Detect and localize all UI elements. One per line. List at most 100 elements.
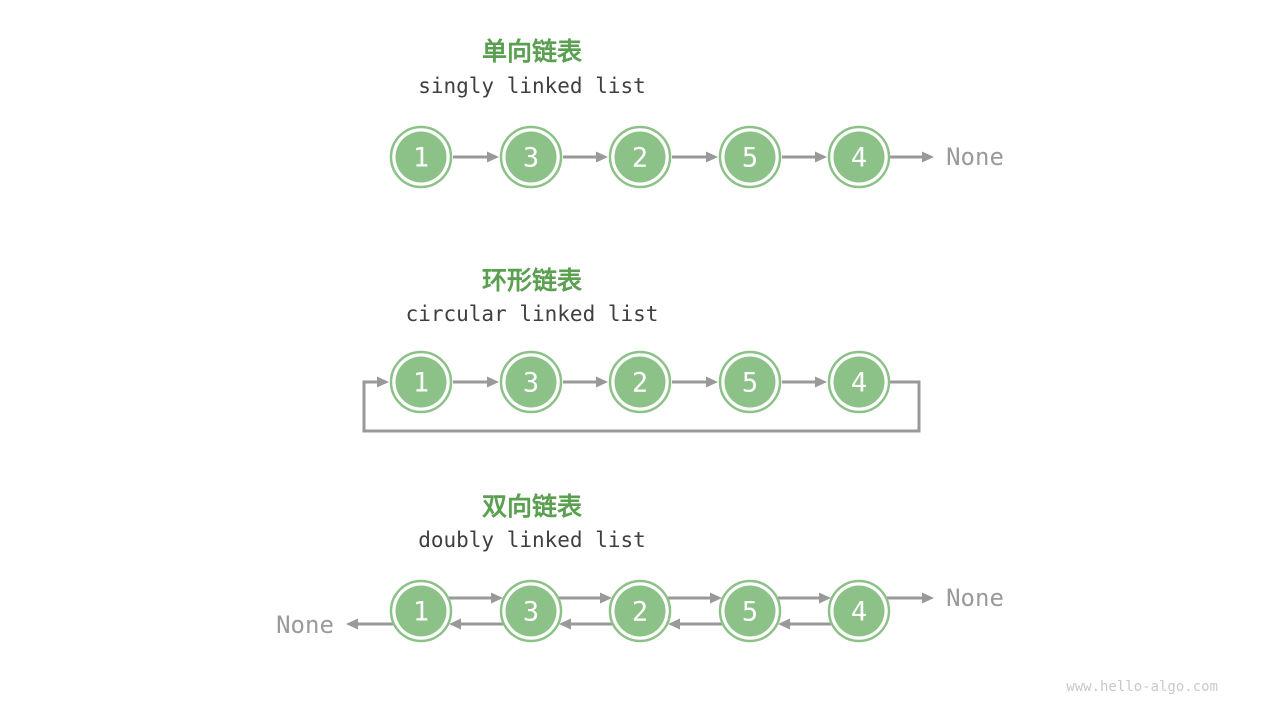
node-value: 4 xyxy=(851,368,867,399)
node-body xyxy=(395,585,447,637)
head-none-arrow xyxy=(346,618,393,630)
arrow-head xyxy=(778,618,790,630)
node-body xyxy=(614,356,666,408)
section-subtitle-doubly: doubly linked list xyxy=(418,528,646,552)
node-body xyxy=(395,356,447,408)
arrow-head xyxy=(710,592,722,604)
node-body xyxy=(833,585,885,637)
node-value: 3 xyxy=(523,597,539,628)
next-pointer-arrow xyxy=(559,592,612,604)
list-node: 3 xyxy=(499,579,563,643)
node-body xyxy=(724,356,776,408)
node-outer-ring xyxy=(827,125,891,189)
node-outer-ring xyxy=(608,125,672,189)
node-body xyxy=(395,131,447,183)
node-outer-ring xyxy=(718,125,782,189)
arrow-head xyxy=(922,592,934,604)
node-body xyxy=(724,131,776,183)
cycle-back-line xyxy=(362,380,921,433)
cycle-back-arrow-head xyxy=(377,376,389,388)
node-outer-ring xyxy=(827,579,891,643)
section-subtitle-circular: circular linked list xyxy=(405,302,659,326)
list-node: 2 xyxy=(608,350,672,414)
list-node: 3 xyxy=(499,125,563,189)
arrow-head xyxy=(706,151,718,163)
node-body xyxy=(505,585,557,637)
none-label-doubly-tail: None xyxy=(946,584,1004,612)
node-value: 1 xyxy=(413,597,429,628)
arrow-head xyxy=(487,376,499,388)
node-value: 5 xyxy=(742,368,758,399)
next-pointer-arrow xyxy=(449,592,503,604)
list-node: 1 xyxy=(389,579,453,643)
arrow-head xyxy=(487,151,499,163)
next-pointer-arrow xyxy=(563,151,608,163)
list-node: 1 xyxy=(389,125,453,189)
node-outer-ring xyxy=(827,350,891,414)
prev-pointer-arrow xyxy=(778,618,831,630)
section-subtitle-singly: singly linked list xyxy=(418,74,646,98)
node-body xyxy=(505,356,557,408)
node-value: 5 xyxy=(742,143,758,174)
next-pointer-arrow xyxy=(563,376,608,388)
node-value: 5 xyxy=(742,597,758,628)
node-body xyxy=(724,585,776,637)
arrow-head xyxy=(559,618,571,630)
node-value: 2 xyxy=(632,368,648,399)
node-outer-ring xyxy=(608,350,672,414)
watermark: www.hello-algo.com xyxy=(1066,679,1218,695)
list-node: 5 xyxy=(718,579,782,643)
node-value: 1 xyxy=(413,143,429,174)
node-outer-ring xyxy=(499,579,563,643)
none-label-doubly-head: None xyxy=(276,611,334,639)
list-node: 1 xyxy=(389,350,453,414)
arrow-head xyxy=(596,376,608,388)
prev-pointer-arrow xyxy=(449,618,503,630)
node-value: 3 xyxy=(523,143,539,174)
node-outer-ring xyxy=(389,579,453,643)
node-outer-ring xyxy=(499,125,563,189)
list-node: 2 xyxy=(608,125,672,189)
node-outer-ring xyxy=(608,579,672,643)
node-body xyxy=(614,131,666,183)
next-pointer-arrow xyxy=(782,151,827,163)
list-node: 5 xyxy=(718,350,782,414)
list-node: 2 xyxy=(608,579,672,643)
arrow-head xyxy=(819,592,831,604)
next-pointer-arrow xyxy=(778,592,831,604)
list-node: 4 xyxy=(827,350,891,414)
node-value: 2 xyxy=(632,597,648,628)
arrow-head xyxy=(815,151,827,163)
node-value: 4 xyxy=(851,597,867,628)
none-label-singly-tail: None xyxy=(946,143,1004,171)
arrow-head xyxy=(815,376,827,388)
prev-pointer-arrow xyxy=(668,618,722,630)
singly-linked-list-diagram: 1 3 2 5 4 xyxy=(389,125,934,189)
next-pointer-arrow xyxy=(782,376,827,388)
node-value: 1 xyxy=(413,368,429,399)
node-outer-ring xyxy=(718,350,782,414)
arrow-head xyxy=(668,618,680,630)
section-title-doubly: 双向链表 xyxy=(481,493,582,521)
list-node: 4 xyxy=(827,579,891,643)
list-node: 3 xyxy=(499,350,563,414)
node-value: 4 xyxy=(851,143,867,174)
list-node: 4 xyxy=(827,125,891,189)
arrow-head xyxy=(596,151,608,163)
arrow-head xyxy=(346,618,358,630)
next-pointer-arrow xyxy=(453,376,499,388)
arrow-head xyxy=(491,592,503,604)
node-body xyxy=(614,585,666,637)
arrow-head xyxy=(706,376,718,388)
node-outer-ring xyxy=(718,579,782,643)
node-value: 2 xyxy=(632,143,648,174)
next-pointer-arrow xyxy=(668,592,722,604)
arrow-head xyxy=(449,618,461,630)
arrow-head xyxy=(600,592,612,604)
node-outer-ring xyxy=(499,350,563,414)
list-node: 5 xyxy=(718,125,782,189)
node-outer-ring xyxy=(389,125,453,189)
next-pointer-arrow xyxy=(672,151,718,163)
